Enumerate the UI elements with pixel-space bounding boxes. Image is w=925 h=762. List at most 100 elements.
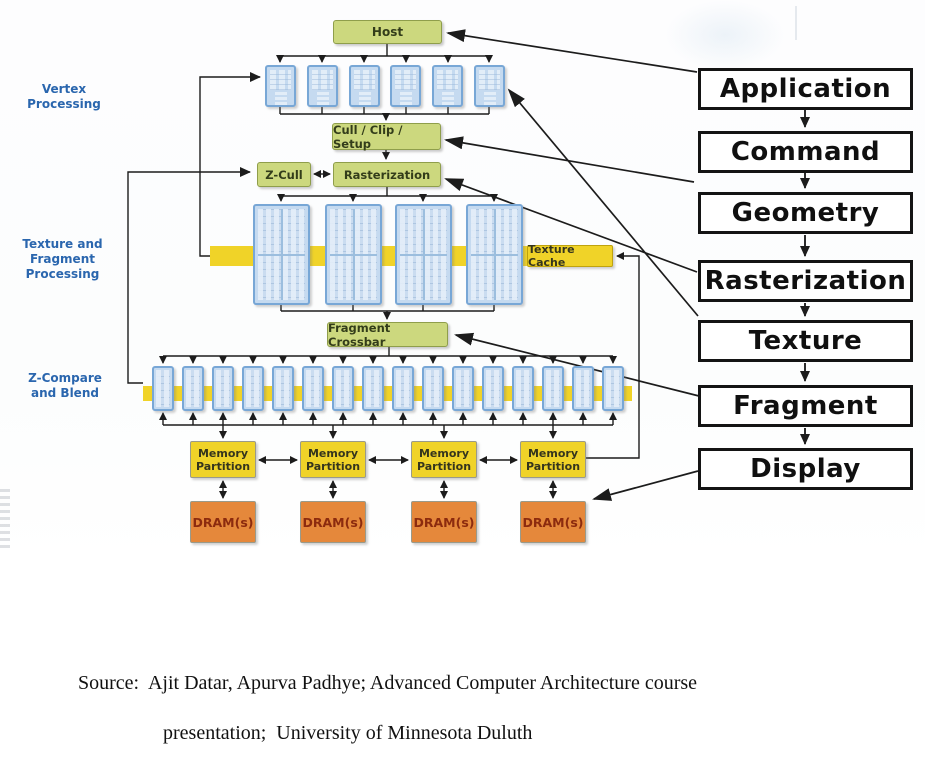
stage-label: Display bbox=[750, 454, 861, 484]
fragment-unit-quadrant bbox=[330, 255, 353, 300]
fragment-unit-quadrant bbox=[354, 209, 377, 254]
fragment-unit-quadrant bbox=[258, 255, 281, 300]
pipeline-stage-fragment: Fragment bbox=[698, 385, 913, 427]
pipeline-stage-geometry: Geometry bbox=[698, 192, 913, 234]
texture-cache-box: Texture Cache bbox=[527, 243, 613, 269]
gpu-architecture-diagram: Host Cull / Clip / Setup Z-Cull Rasteriz… bbox=[0, 0, 925, 560]
fragment-unit-quadrant bbox=[471, 209, 494, 254]
stage-label: Fragment bbox=[733, 391, 878, 421]
vertex-processing-label: Vertex Processing bbox=[27, 82, 101, 111]
z-compare-label-line1: Z-Compare bbox=[28, 371, 102, 385]
z-compare-blend-unit bbox=[212, 366, 234, 411]
fragment-unit-quadrant bbox=[495, 255, 518, 300]
fragment-processor-unit bbox=[253, 204, 310, 305]
vertex-unit-grid bbox=[354, 70, 375, 90]
texture-fragment-label-line2: Fragment Processing bbox=[25, 252, 100, 281]
z-compare-blend-unit bbox=[272, 366, 294, 411]
z-compare-blend-unit bbox=[242, 366, 264, 411]
memory-partition-label-line2: Partition bbox=[195, 459, 251, 473]
z-unit-grid bbox=[156, 370, 170, 407]
dram-label: DRAM(s) bbox=[302, 514, 364, 530]
stage-label: Application bbox=[719, 74, 892, 104]
source-attribution-line1: Source: Ajit Datar, Apurva Padhye; Advan… bbox=[78, 672, 698, 694]
z-unit-grid bbox=[396, 370, 410, 407]
source-attribution-line2: presentation; University of Minnesota Du… bbox=[163, 722, 533, 744]
z-unit-grid bbox=[426, 370, 440, 407]
background-smudge bbox=[665, 0, 785, 70]
vertex-unit-bars bbox=[274, 92, 287, 105]
z-unit-grid bbox=[606, 370, 620, 407]
z-compare-blend-unit bbox=[152, 366, 174, 411]
vertex-unit-grid bbox=[312, 70, 333, 90]
vertex-unit-bars bbox=[483, 92, 496, 105]
dram-label: DRAM(s) bbox=[413, 514, 475, 530]
vertex-unit-grid bbox=[479, 70, 500, 90]
z-unit-grid bbox=[336, 370, 350, 407]
z-compare-blend-unit bbox=[362, 366, 384, 411]
host-label: Host bbox=[371, 25, 404, 39]
section-label-texture-fragment: Texture and Fragment Processing bbox=[5, 237, 120, 282]
fragment-unit-quadrant bbox=[282, 209, 305, 254]
memory-partition-label-line2: Partition bbox=[305, 459, 361, 473]
z-unit-grid bbox=[456, 370, 470, 407]
stage-label: Command bbox=[730, 137, 881, 167]
rasterization-box: Rasterization bbox=[333, 162, 441, 187]
memory-partition-label-line1: Memory bbox=[418, 446, 470, 460]
pipeline-stage-rasterization: Rasterization bbox=[698, 260, 913, 302]
vertex-unit-grid bbox=[270, 70, 291, 90]
background-faint-line bbox=[795, 6, 797, 40]
z-compare-blend-unit bbox=[512, 366, 534, 411]
vertex-unit-bars bbox=[441, 92, 454, 105]
texture-fragment-label-line1: Texture and bbox=[22, 237, 103, 251]
z-unit-grid bbox=[516, 370, 530, 407]
dram-box: DRAM(s) bbox=[300, 501, 366, 543]
fragment-unit-quadrant bbox=[400, 209, 423, 254]
z-compare-blend-unit bbox=[392, 366, 414, 411]
z-unit-grid bbox=[186, 370, 200, 407]
z-cull-box: Z-Cull bbox=[257, 162, 311, 187]
z-unit-grid bbox=[486, 370, 500, 407]
vertex-unit-grid bbox=[437, 70, 458, 90]
z-compare-label-line2: and Blend bbox=[31, 386, 99, 400]
vertex-unit-bars bbox=[399, 92, 412, 105]
z-compare-blend-unit bbox=[182, 366, 204, 411]
memory-partition-label-line2: Partition bbox=[416, 459, 472, 473]
section-label-z-compare-blend: Z-Compare and Blend bbox=[15, 371, 115, 401]
z-unit-grid bbox=[276, 370, 290, 407]
dram-label: DRAM(s) bbox=[522, 514, 584, 530]
pipeline-stage-application: Application bbox=[698, 68, 913, 110]
fragment-unit-quadrant bbox=[424, 255, 447, 300]
stage-label: Rasterization bbox=[704, 266, 907, 296]
z-unit-grid bbox=[576, 370, 590, 407]
z-compare-blend-unit bbox=[542, 366, 564, 411]
z-unit-grid bbox=[246, 370, 260, 407]
z-compare-blend-unit bbox=[602, 366, 624, 411]
memory-partition-label-line1: Memory bbox=[307, 446, 359, 460]
fragment-processor-unit bbox=[325, 204, 382, 305]
memory-partition-label-line1: Memory bbox=[197, 446, 249, 460]
cull-clip-setup-label: Cull / Clip / Setup bbox=[333, 122, 403, 151]
fragment-processor-unit bbox=[466, 204, 523, 305]
fragment-unit-quadrant bbox=[354, 255, 377, 300]
fragment-processor-unit bbox=[395, 204, 452, 305]
host-box: Host bbox=[333, 20, 442, 44]
fragment-unit-quadrant bbox=[258, 209, 281, 254]
z-compare-blend-unit bbox=[332, 366, 354, 411]
stage-label: Texture bbox=[748, 326, 863, 356]
vertex-processor-unit bbox=[307, 65, 338, 107]
section-label-vertex-processing: Vertex Processing bbox=[10, 82, 118, 112]
z-unit-grid bbox=[306, 370, 320, 407]
cull-clip-setup-box: Cull / Clip / Setup bbox=[332, 122, 441, 151]
connector-lines bbox=[127, 29, 810, 501]
fragment-unit-quadrant bbox=[400, 255, 423, 300]
vertex-processor-unit bbox=[474, 65, 505, 107]
pipeline-stage-command: Command bbox=[698, 131, 913, 173]
vertex-unit-bars bbox=[358, 92, 371, 105]
z-blend-memory-bus bbox=[143, 386, 632, 401]
dram-box: DRAM(s) bbox=[520, 501, 586, 543]
vertex-processor-unit bbox=[349, 65, 380, 107]
